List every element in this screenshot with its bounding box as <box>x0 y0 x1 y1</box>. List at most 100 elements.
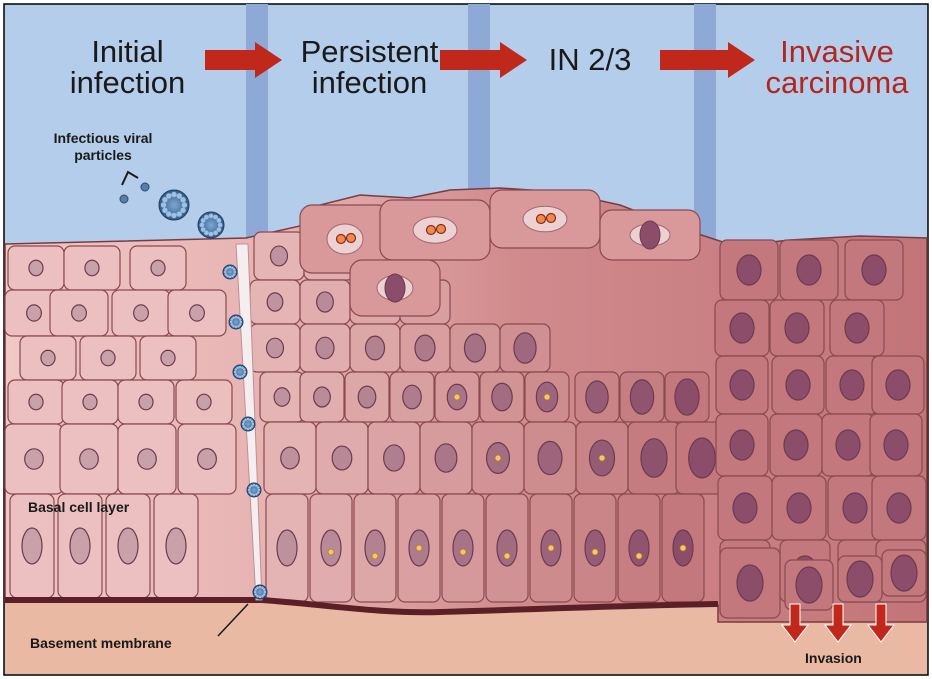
nucleus <box>118 528 138 564</box>
invasion-label: Invasion <box>805 650 862 666</box>
virion <box>537 215 546 224</box>
nucleus <box>862 255 886 285</box>
virus-particle <box>198 212 224 238</box>
nucleus <box>101 350 115 365</box>
virion <box>347 234 356 243</box>
nucleus <box>385 274 405 302</box>
viral-particle-small <box>120 195 128 203</box>
viral-dna-dot <box>454 394 460 400</box>
viral-dna-dot <box>592 549 598 555</box>
nucleus <box>464 334 485 362</box>
nucleus <box>22 528 42 564</box>
nucleus <box>365 530 385 566</box>
nucleus <box>784 430 808 460</box>
nucleus <box>83 394 97 409</box>
nucleus <box>497 530 517 566</box>
cells-group <box>5 190 926 618</box>
stage-title-persistent: Persistent infection <box>282 36 457 98</box>
nucleus <box>134 305 149 321</box>
nucleus <box>161 350 175 365</box>
nucleus <box>787 493 811 523</box>
label-line: particles <box>28 147 178 164</box>
stage-title-line: carcinoma <box>752 67 922 98</box>
nucleus <box>435 444 457 472</box>
nucleus <box>403 385 421 409</box>
nucleus <box>514 333 536 363</box>
nucleus <box>843 493 867 523</box>
stage-title-line: Invasive <box>752 36 922 67</box>
nucleus <box>85 260 99 275</box>
nucleus <box>41 350 55 365</box>
nucleus <box>190 305 205 321</box>
nucleus <box>139 394 153 409</box>
virus-particle <box>233 365 247 379</box>
nucleus <box>197 394 211 410</box>
nucleus <box>72 305 87 321</box>
stage-title-line: infection <box>55 67 200 98</box>
nucleus <box>730 313 754 343</box>
virus-particle <box>159 190 189 220</box>
basal-cell-layer-label: Basal cell layer <box>28 499 129 515</box>
virion <box>337 235 346 244</box>
nucleus <box>281 447 300 469</box>
stage-title-line: infection <box>282 67 457 98</box>
label-line: Infectious viral <box>28 130 178 147</box>
viral-dna-dot <box>328 549 334 555</box>
nucleus <box>453 530 473 566</box>
nucleus <box>267 293 283 311</box>
viral-particles-label: Infectious viral particles <box>28 130 178 164</box>
nucleus <box>151 260 165 275</box>
nucleus <box>384 445 405 471</box>
nucleus <box>640 221 660 249</box>
nucleus <box>27 305 42 321</box>
nucleus <box>884 430 908 460</box>
virus-particle <box>253 585 267 599</box>
virus-particle <box>241 417 255 431</box>
nucleus <box>796 567 822 603</box>
nucleus <box>585 530 605 566</box>
nucleus <box>492 383 512 411</box>
nucleus <box>786 370 810 400</box>
nucleus <box>737 255 761 285</box>
stage-title-line: Initial <box>55 36 200 67</box>
basement-membrane-label: Basement membrane <box>30 635 172 651</box>
nucleus <box>730 430 754 460</box>
viral-dna-dot <box>416 545 422 551</box>
nucleus <box>274 388 290 406</box>
nucleus <box>891 555 917 591</box>
viral-particle-small <box>141 183 149 191</box>
viral-dna-dot <box>504 553 510 559</box>
nucleus <box>785 313 809 343</box>
stage-title-line: IN 2/3 <box>530 44 650 75</box>
nucleus <box>29 260 43 275</box>
viral-dna-dot <box>544 394 550 400</box>
viral-dna-dot <box>460 549 466 555</box>
nucleus <box>641 439 667 478</box>
nucleus <box>70 528 90 564</box>
virus-particle <box>229 315 243 329</box>
nucleus <box>629 530 649 566</box>
nucleus <box>415 335 435 361</box>
nucleus <box>630 380 653 414</box>
nucleus <box>737 565 763 601</box>
nucleus <box>689 438 716 478</box>
nucleus <box>836 430 860 460</box>
nucleus <box>845 313 869 343</box>
viral-dna-dot <box>495 455 501 461</box>
nucleus <box>733 493 757 523</box>
nucleus <box>317 292 334 312</box>
viral-dna-dot <box>548 545 554 551</box>
nucleus <box>538 441 562 474</box>
nucleus <box>267 338 284 358</box>
nucleus <box>586 381 608 413</box>
virus-particle <box>247 483 261 497</box>
stage-title-line: Persistent <box>282 36 457 67</box>
stage-divider-1 <box>246 4 268 264</box>
nucleus <box>314 387 331 407</box>
nucleus <box>25 449 44 469</box>
viral-dna-dot <box>680 545 686 551</box>
nucleus <box>797 255 821 285</box>
nucleus <box>29 394 43 409</box>
nucleus <box>321 530 341 566</box>
